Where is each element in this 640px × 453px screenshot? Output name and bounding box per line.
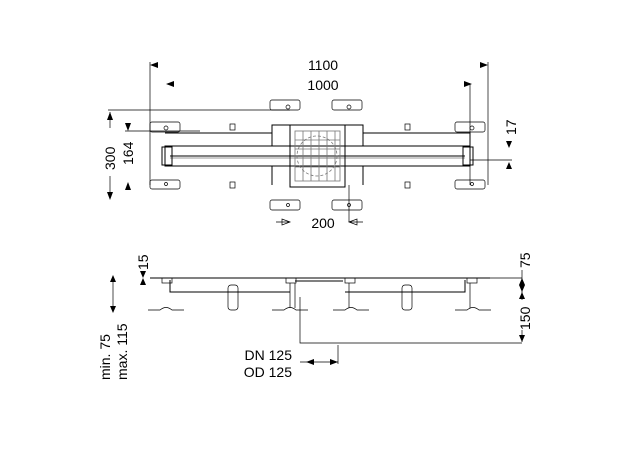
arrow-17-top: [506, 141, 512, 148]
dim-width-overall: 1100: [308, 57, 338, 73]
arrow-height-top: [110, 275, 116, 282]
arrow-15-top: [140, 271, 146, 278]
support-feet: [148, 277, 491, 311]
dim-depth-channel: 164: [120, 141, 136, 165]
dim-width-channel: 1000: [307, 77, 338, 93]
dim-right-height: 75: [517, 252, 533, 268]
dim-outlet-dn: DN 125: [245, 347, 293, 363]
outlet-grate: [294, 130, 341, 182]
arrow-1000-right: [464, 81, 472, 87]
outlet-box: [289, 124, 346, 188]
arrow-300-bottom: [107, 192, 113, 200]
arrow-height-bottom: [110, 306, 116, 313]
arrow-200-left: [276, 218, 291, 226]
arrow-dn-right: [330, 359, 338, 365]
arrow-1100-left: [150, 62, 158, 68]
arrow-17-bottom: [506, 162, 512, 169]
arrow-150-top: [519, 285, 525, 299]
arrow-164-bottom: [125, 182, 131, 190]
mounting-brackets: [149, 99, 486, 211]
side-view: 15 min. 75 max. 115 75 150 DN 125 OD 125: [97, 252, 533, 380]
dim-height-min: min. 75: [97, 334, 113, 380]
outlet-pipe-outline: [299, 297, 522, 344]
arrow-75: [519, 278, 525, 285]
end-cap-left: [161, 146, 173, 166]
arrow-164-top: [125, 123, 131, 131]
dim-grate-height: 15: [135, 254, 151, 270]
dim-height-max: max. 115: [114, 323, 130, 380]
arrow-150-bottom: [519, 335, 525, 342]
arrow-dn-left: [306, 359, 314, 365]
dim-outlet-od: OD 125: [244, 364, 292, 380]
arrow-1100-right: [480, 62, 488, 68]
arrow-300-top: [107, 112, 113, 120]
dim-depth-overall: 300: [102, 146, 118, 170]
channel-profile: [169, 280, 466, 293]
dim-outlet-depth: 150: [517, 306, 533, 330]
top-view: 1100 1000 300 164 17: [102, 57, 519, 231]
dim-offset: 17: [503, 119, 519, 135]
frame-steps: [271, 133, 364, 185]
arrow-200-right: [348, 218, 363, 226]
end-cap-right: [462, 146, 474, 166]
arrow-15-bottom: [140, 278, 146, 285]
channel-body: [164, 145, 471, 167]
arrow-1000-left: [166, 81, 174, 87]
dim-outlet-box: 200: [311, 215, 335, 231]
